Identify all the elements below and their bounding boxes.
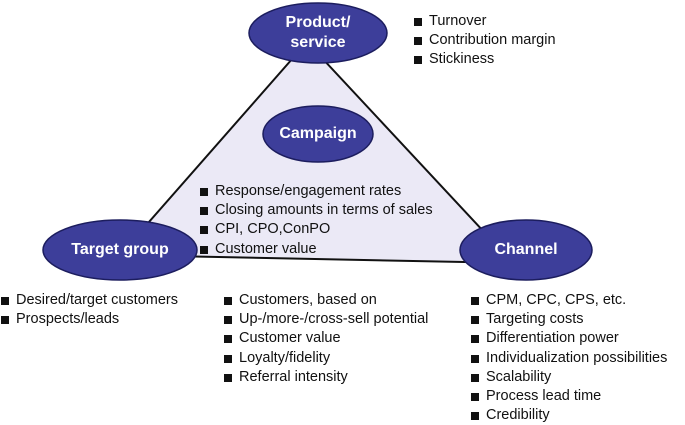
- list-item: Customer value: [224, 329, 428, 348]
- list-item: Up-/more-/cross-sell potential: [224, 310, 428, 329]
- list-item: CPM, CPC, CPS, etc.: [471, 291, 667, 310]
- list-item: CPI, CPO,ConPO: [200, 220, 433, 239]
- channel-label: Channel: [494, 241, 558, 258]
- list-item: Stickiness: [414, 50, 556, 69]
- list-item: Response/engagement rates: [200, 182, 433, 201]
- list-item: Targeting costs: [471, 310, 667, 329]
- product-metrics-list: Turnover Contribution margin Stickiness: [414, 12, 556, 70]
- target-group-node: [42, 219, 198, 281]
- target-group-label: Target group: [71, 241, 169, 258]
- list-item: Closing amounts in terms of sales: [200, 201, 433, 220]
- list-item: Referral intensity: [224, 368, 428, 387]
- customer-metrics-list: Customers, based on Up-/more-/cross-sell…: [224, 291, 428, 387]
- list-item: Credibility: [471, 406, 667, 425]
- list-item: Customer value: [200, 240, 433, 259]
- list-item: Process lead time: [471, 387, 667, 406]
- list-item: Desired/target customers: [1, 291, 178, 310]
- list-item: Contribution margin: [414, 31, 556, 50]
- list-item: Differentiation power: [471, 329, 667, 348]
- channel-node: [459, 219, 593, 281]
- list-item: Prospects/leads: [1, 310, 178, 329]
- target-group-metrics-list: Desired/target customers Prospects/leads: [1, 291, 178, 329]
- list-item: Loyalty/fidelity: [224, 349, 428, 368]
- campaign-metrics-list: Response/engagement rates Closing amount…: [200, 182, 433, 259]
- list-item: Scalability: [471, 368, 667, 387]
- campaign-label: Campaign: [279, 125, 357, 142]
- list-item: Customers, based on: [224, 291, 428, 310]
- product-service-node: [248, 2, 388, 64]
- channel-metrics-list: CPM, CPC, CPS, etc. Targeting costs Diff…: [471, 291, 667, 425]
- product-service-label-line1: Product/: [285, 14, 351, 31]
- list-item: Turnover: [414, 12, 556, 31]
- campaign-node: [262, 105, 374, 163]
- list-item: Individualization possibilities: [471, 349, 667, 368]
- product-service-label-line2: service: [290, 34, 346, 51]
- product-service-label: Product/ service: [248, 13, 388, 53]
